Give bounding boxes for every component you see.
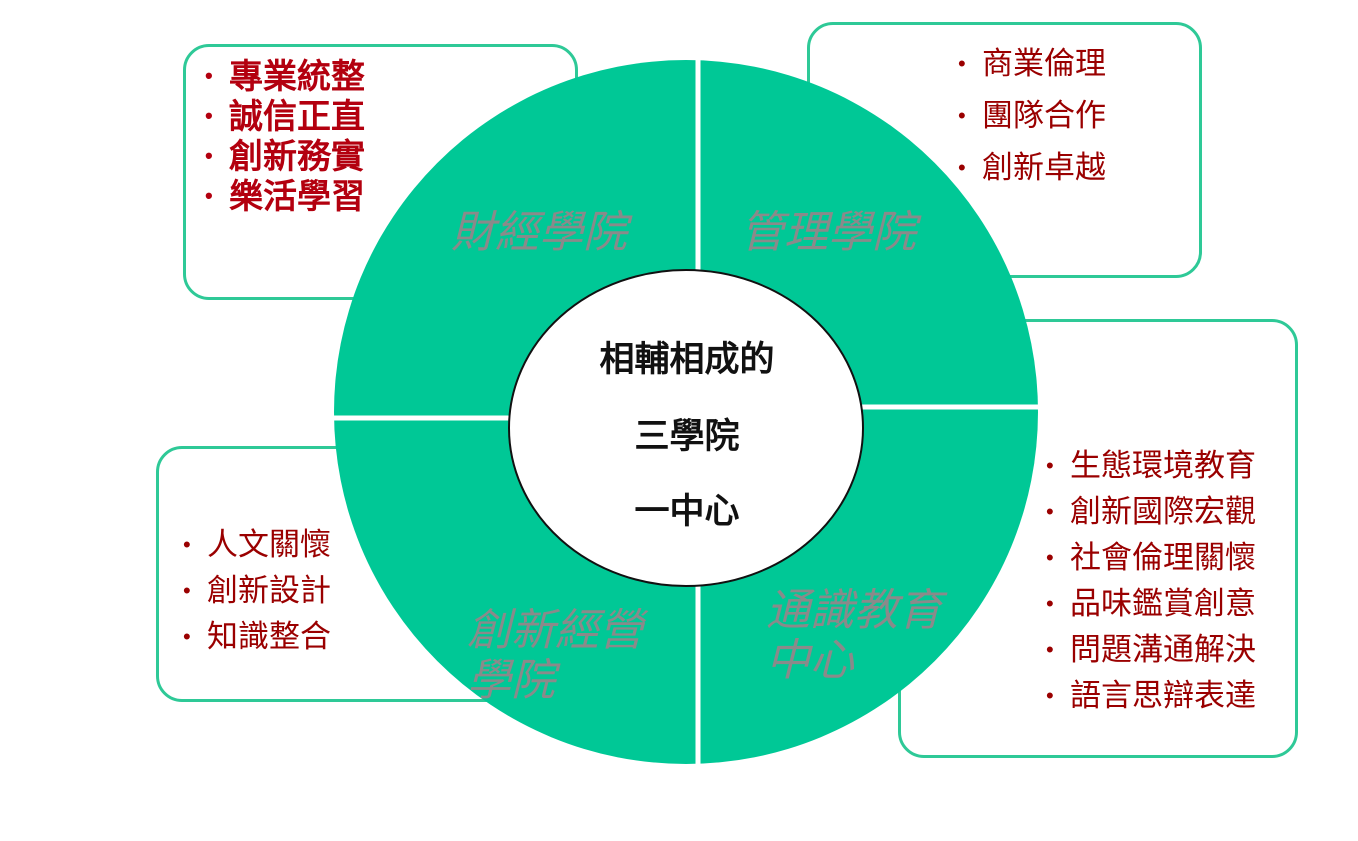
list-item: 社會倫理關懷: [1044, 535, 1256, 581]
list-item: 人文關懷: [181, 522, 331, 568]
quadrant-label-bottom-left: 創新經營學院: [467, 605, 643, 706]
center-title-line-1: 相輔相成的: [599, 340, 775, 379]
center-circle: [508, 269, 864, 587]
list-item: 創新國際宏觀: [1044, 489, 1256, 535]
center-title-line-3: 一中心: [634, 492, 740, 531]
list-item: 創新務實: [203, 136, 365, 177]
quadrant-label-bottom-right: 通識教育中心: [766, 585, 942, 686]
list-item: 知識整合: [181, 614, 331, 660]
list-item: 創新卓越: [956, 142, 1106, 194]
list-item: 問題溝通解決: [1044, 627, 1256, 673]
center-title-line-2: 三學院: [634, 417, 740, 456]
list-item: 團隊合作: [956, 90, 1106, 142]
list-bottom-left: 人文關懷 創新設計 知識整合: [181, 522, 331, 660]
list-item: 語言思辯表達: [1044, 673, 1256, 719]
quadrant-label-top-right: 管理學院: [740, 207, 916, 258]
quadrant-label-top-left: 財經學院: [451, 207, 627, 258]
list-bottom-right: 生態環境教育 創新國際宏觀 社會倫理關懷 品味鑑賞創意 問題溝通解決 語言思辯表…: [1044, 443, 1256, 719]
list-item: 商業倫理: [956, 38, 1106, 90]
list-top-right: 商業倫理 團隊合作 創新卓越: [956, 38, 1106, 194]
list-top-left: 專業統整 誠信正直 創新務實 樂活學習: [203, 56, 365, 217]
list-item: 品味鑑賞創意: [1044, 581, 1256, 627]
list-item: 專業統整: [203, 56, 365, 97]
list-item: 誠信正直: [203, 96, 365, 137]
list-item: 創新設計: [181, 568, 331, 614]
list-item: 生態環境教育: [1044, 443, 1256, 489]
list-item: 樂活學習: [203, 176, 365, 217]
